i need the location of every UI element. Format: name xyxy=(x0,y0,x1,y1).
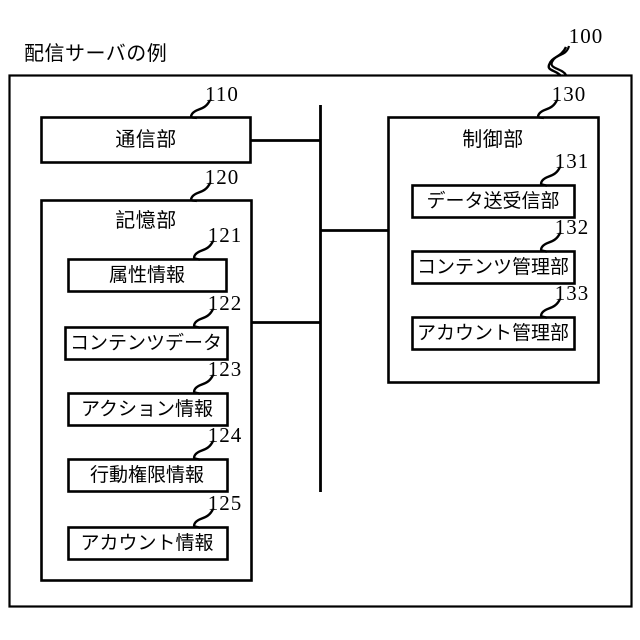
storage-item-label-122: コンテンツデータ xyxy=(69,333,223,354)
storage-item-box-123 xyxy=(67,392,229,427)
control-item-label-132: コンテンツ管理部 xyxy=(416,257,570,278)
ref-number-125: 125 xyxy=(207,491,243,515)
control-unit-label: 制御部 xyxy=(462,129,524,151)
ref-number-121: 121 xyxy=(207,223,243,247)
leader-line-132 xyxy=(539,232,562,254)
ref-number-120: 120 xyxy=(204,165,240,189)
storage-item-box-121 xyxy=(67,258,228,293)
ref-number-132: 132 xyxy=(554,215,590,239)
storage-item-box-122 xyxy=(64,326,229,361)
control-item-box-133 xyxy=(411,316,576,351)
communication-unit-box xyxy=(40,116,252,164)
ref-number-100: 100 xyxy=(568,24,604,48)
control-item-box-132 xyxy=(411,250,576,285)
ref-number-122: 122 xyxy=(207,291,243,315)
leader-line-122 xyxy=(192,308,215,330)
storage-item-box-124 xyxy=(67,458,229,493)
storage-item-box-125 xyxy=(67,526,229,561)
storage-unit-label: 記憶部 xyxy=(115,210,177,232)
leader-line-100-b xyxy=(547,46,568,77)
leader-line-125 xyxy=(192,508,215,530)
leader-line-123 xyxy=(192,374,215,396)
leader-line-130 xyxy=(536,99,559,120)
leader-line-120 xyxy=(189,182,212,203)
storage-unit-box xyxy=(40,199,253,582)
outer-frame xyxy=(8,74,633,608)
storage-item-label-124: 行動権限情報 xyxy=(89,465,205,486)
leader-line-124 xyxy=(192,440,215,462)
leader-line-110 xyxy=(189,99,212,120)
control-item-label-131: データ送受信部 xyxy=(426,191,560,212)
ref-number-131: 131 xyxy=(554,149,590,173)
storage-item-label-125: アカウント情報 xyxy=(80,533,214,554)
ref-number-123: 123 xyxy=(207,357,243,381)
ref-number-124: 124 xyxy=(207,423,243,447)
leader-line-133 xyxy=(539,298,562,320)
storage-item-label-121: 属性情報 xyxy=(108,265,186,286)
ref-number-130: 130 xyxy=(551,82,587,106)
leader-line-131 xyxy=(539,166,562,188)
leader-line-121 xyxy=(192,240,215,262)
communication-unit-label: 通信部 xyxy=(115,129,177,151)
control-item-label-133: アカウント管理部 xyxy=(416,323,570,344)
ref-number-133: 133 xyxy=(554,281,590,305)
control-item-box-131 xyxy=(411,184,576,219)
ref-number-110: 110 xyxy=(205,82,239,106)
storage-item-label-123: アクション情報 xyxy=(80,399,214,420)
figure-caption: 配信サーバの例 xyxy=(24,43,168,65)
